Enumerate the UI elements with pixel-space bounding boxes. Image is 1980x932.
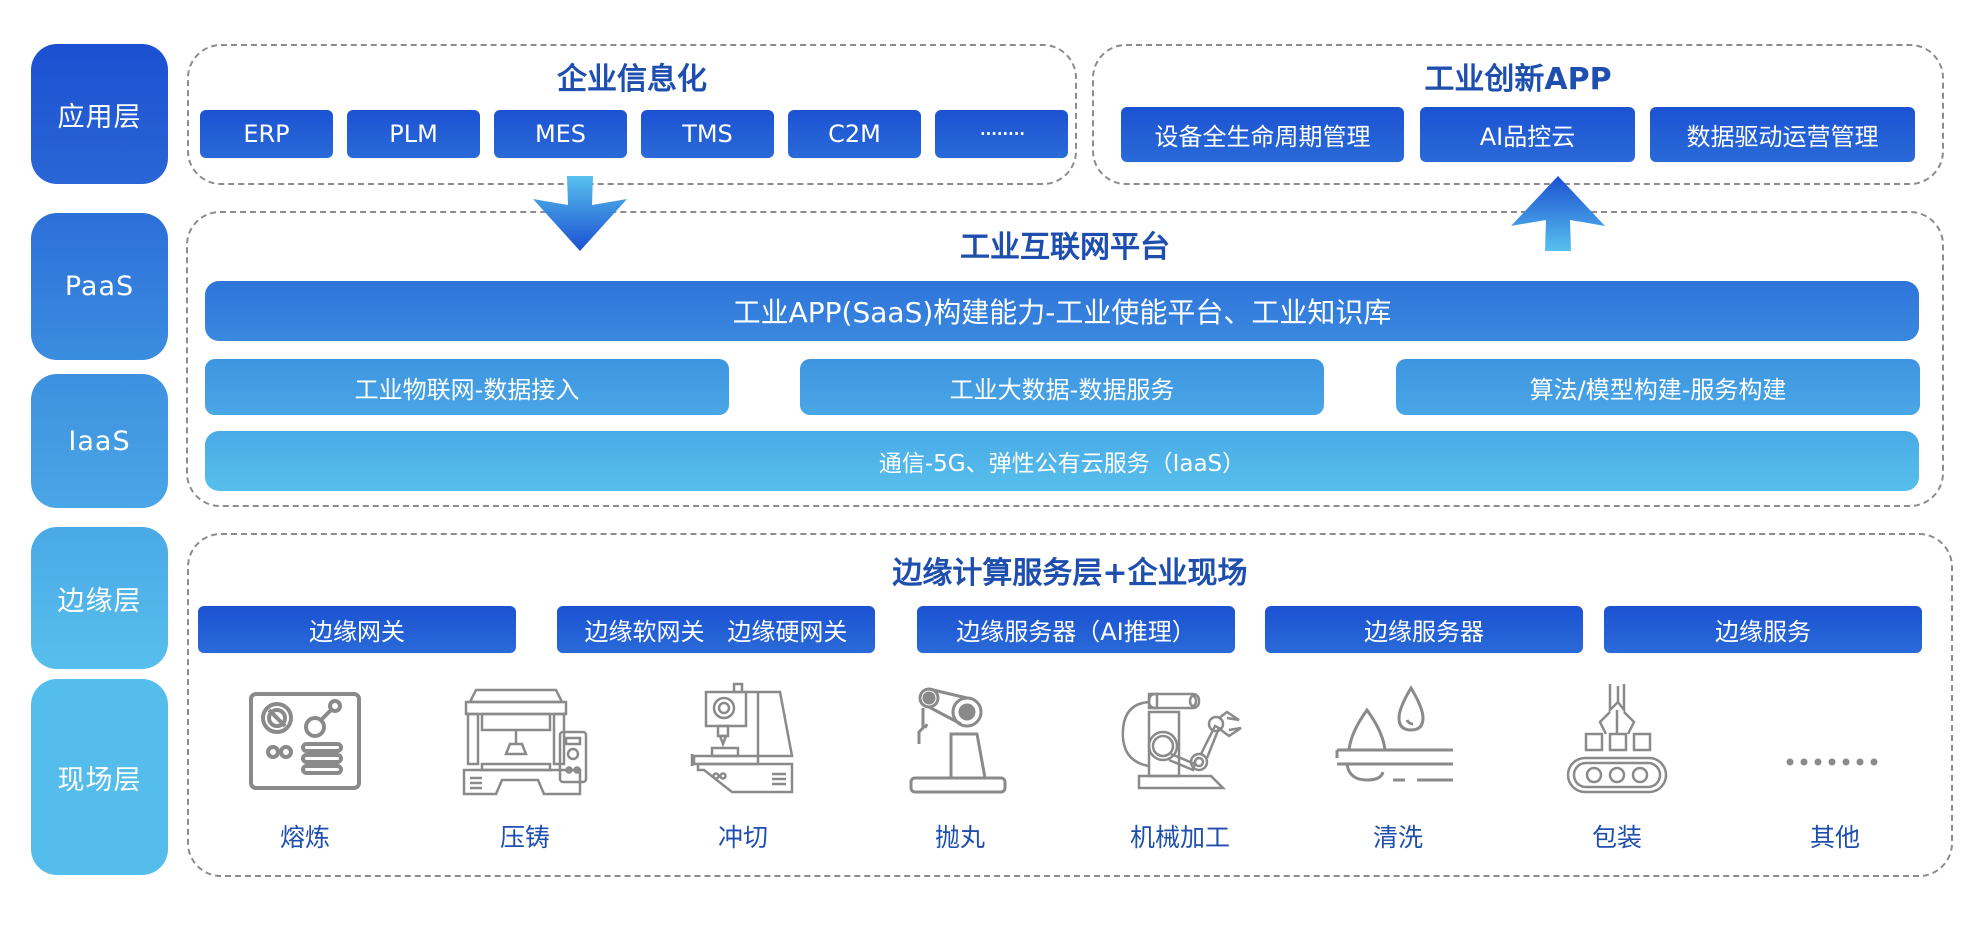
process-label: 其他 [1809,823,1860,852]
saas-capability-bar: 工业APP(SaaS)构建能力-工业使能平台、工业知识库 [205,281,1919,341]
layer-tag-label: 现场层 [57,764,142,796]
process-shot-blasting: 抛丸 [880,682,1040,852]
process-label: 冲切 [717,823,768,852]
iaas-bar: 通信-5G、弹性公有云服务（IaaS） [205,431,1919,491]
process-machining: 机械加工 [1100,682,1260,852]
die-casting-machine-icon [462,688,588,796]
app-tms[interactable]: TMS [641,110,774,158]
layer-tag-iaas: IaaS [31,374,168,508]
process-packaging: 包装 [1537,682,1697,852]
industrial-apps-title: 工业创新APP [1424,62,1612,97]
packaging-conveyor-icon [1566,684,1668,794]
process-label: 抛丸 [934,823,985,852]
edge-server-ai-inference[interactable]: 边缘服务器（AI推理） [917,606,1235,653]
ellipsis-icon [1786,758,1878,766]
edge-field-group [187,533,1953,877]
enterprise-info-title: 企业信息化 [557,62,707,97]
edge-title: 边缘计算服务层+企业现场 [892,556,1248,591]
punching-machine-icon [690,682,794,794]
process-label: 压铸 [499,823,550,852]
edge-service[interactable]: 边缘服务 [1604,606,1922,653]
process-smelting: 熔炼 [225,682,385,852]
process-label: 包装 [1591,823,1642,852]
edge-server[interactable]: 边缘服务器 [1265,606,1583,653]
process-other: 其他 [1755,682,1915,852]
platform-group [186,211,1944,507]
service-algorithm-model: 算法/模型构建-服务构建 [1396,359,1920,415]
process-label: 清洗 [1372,823,1423,852]
app-equipment-lifecycle[interactable]: 设备全生命周期管理 [1121,107,1404,162]
machining-robot-arm-icon [1121,692,1242,790]
layer-tag-field: 现场层 [31,679,168,875]
app-more[interactable]: ········ [935,110,1068,158]
layer-tag-application: 应用层 [31,44,168,184]
service-big-data: 工业大数据-数据服务 [800,359,1324,415]
app-plm[interactable]: PLM [347,110,480,158]
layer-tag-paas: PaaS [31,213,168,360]
layer-tag-label: PaaS [64,271,135,302]
edge-gateway[interactable]: 边缘网关 [198,606,516,653]
up-arrow-icon [1511,176,1605,251]
layer-tag-label: 边缘层 [57,585,142,617]
service-iot-data-access: 工业物联网-数据接入 [205,359,729,415]
industrial-apps-group [1092,44,1944,185]
cleaning-droplet-icon [1335,685,1453,782]
platform-title: 工业互联网平台 [960,230,1170,265]
enterprise-info-group [187,44,1077,185]
app-data-driven-ops[interactable]: 数据驱动运营管理 [1650,107,1915,162]
app-mes[interactable]: MES [494,110,627,158]
shot-blasting-robot-icon [909,687,1007,794]
edge-soft-hard-gateway[interactable]: 边缘软网关 边缘硬网关 [557,606,875,653]
layer-tag-edge: 边缘层 [31,527,168,669]
layer-tag-label: 应用层 [57,101,142,133]
process-label: 机械加工 [1129,823,1230,852]
layer-tag-label: IaaS [68,425,131,457]
app-c2m[interactable]: C2M [788,110,921,158]
process-label: 熔炼 [279,823,330,852]
app-erp[interactable]: ERP [200,110,333,158]
app-ai-quality-cloud[interactable]: AI品控云 [1420,107,1635,162]
process-die-casting: 压铸 [445,682,605,852]
process-punching: 冲切 [663,682,823,852]
down-arrow-icon [533,176,627,251]
smelting-furnace-icon [249,692,361,790]
process-cleaning: 清洗 [1318,682,1478,852]
